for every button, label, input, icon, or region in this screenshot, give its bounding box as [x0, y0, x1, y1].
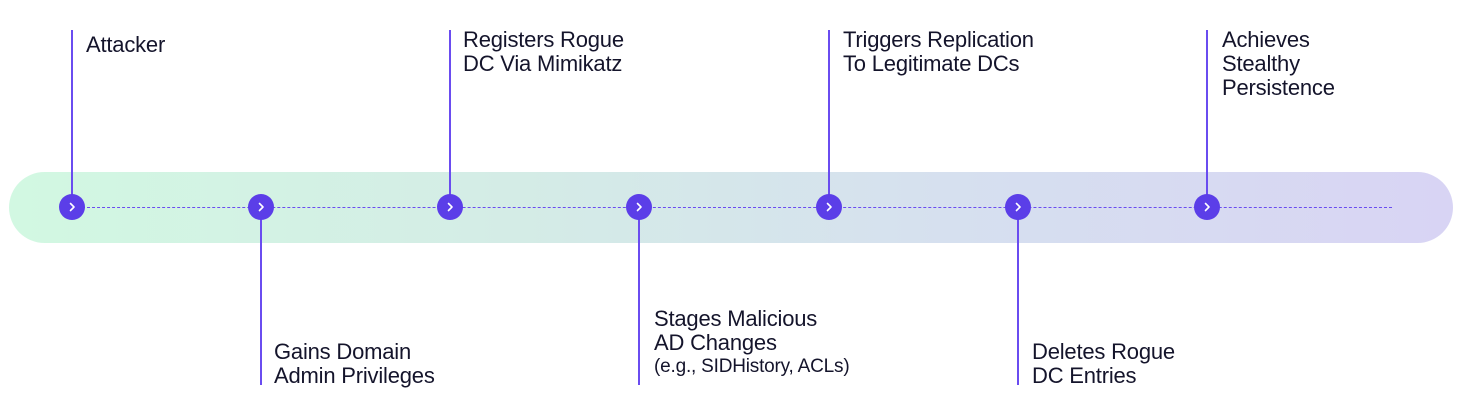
- step-3-node: [437, 194, 463, 220]
- step-5-label-line-2: To Legitimate DCs: [843, 51, 1020, 76]
- step-4-label-line-2: AD Changes: [654, 330, 777, 355]
- step-6-label: Deletes Rogue DC Entries: [1032, 340, 1175, 388]
- step-2-connector: [260, 207, 262, 385]
- step-7-connector: [1206, 30, 1208, 207]
- step-1-connector: [71, 30, 73, 207]
- chevron-right-icon: [256, 202, 266, 212]
- step-3-label-line-2: DC Via Mimikatz: [463, 51, 623, 76]
- chevron-right-icon: [67, 202, 77, 212]
- step-4-label-line-3: (e.g., SIDHistory, ACLs): [654, 356, 850, 377]
- step-2-node: [248, 194, 274, 220]
- step-3-connector: [449, 30, 451, 207]
- step-3-label-line-1: Registers Rogue: [463, 27, 624, 52]
- chevron-right-icon: [1013, 202, 1023, 212]
- step-2-label-line-2: Admin Privileges: [274, 363, 435, 388]
- chevron-right-icon: [824, 202, 834, 212]
- step-7-label-line-1: Achieves: [1222, 27, 1310, 52]
- step-1-node: [59, 194, 85, 220]
- timeline-dashed-line: [72, 207, 1392, 208]
- step-6-label-line-2: DC Entries: [1032, 363, 1137, 388]
- step-1-label: Attacker: [86, 33, 165, 57]
- step-3-label: Registers Rogue DC Via Mimikatz: [463, 28, 624, 76]
- step-4-label: Stages Malicious AD Changes (e.g., SIDHi…: [654, 306, 850, 379]
- step-4-label-line-1: Stages Malicious: [654, 306, 818, 331]
- chevron-right-icon: [1202, 202, 1212, 212]
- step-5-label-line-1: Triggers Replication: [843, 27, 1034, 52]
- step-7-label-line-3: Persistence: [1222, 75, 1335, 100]
- step-2-label: Gains Domain Admin Privileges: [274, 340, 435, 388]
- step-1-label-line-1: Attacker: [86, 32, 166, 57]
- step-6-node: [1005, 194, 1031, 220]
- step-7-label-line-2: Stealthy: [1222, 51, 1300, 76]
- step-7-node: [1194, 194, 1220, 220]
- step-7-label: Achieves Stealthy Persistence: [1222, 28, 1335, 100]
- step-6-connector: [1017, 207, 1019, 385]
- step-5-label: Triggers Replication To Legitimate DCs: [843, 28, 1034, 76]
- chevron-right-icon: [445, 202, 455, 212]
- step-2-label-line-1: Gains Domain: [274, 339, 411, 364]
- step-6-label-line-1: Deletes Rogue: [1032, 339, 1175, 364]
- step-5-connector: [828, 30, 830, 207]
- chevron-right-icon: [634, 202, 644, 212]
- step-4-connector: [638, 207, 640, 385]
- step-4-node: [626, 194, 652, 220]
- step-5-node: [816, 194, 842, 220]
